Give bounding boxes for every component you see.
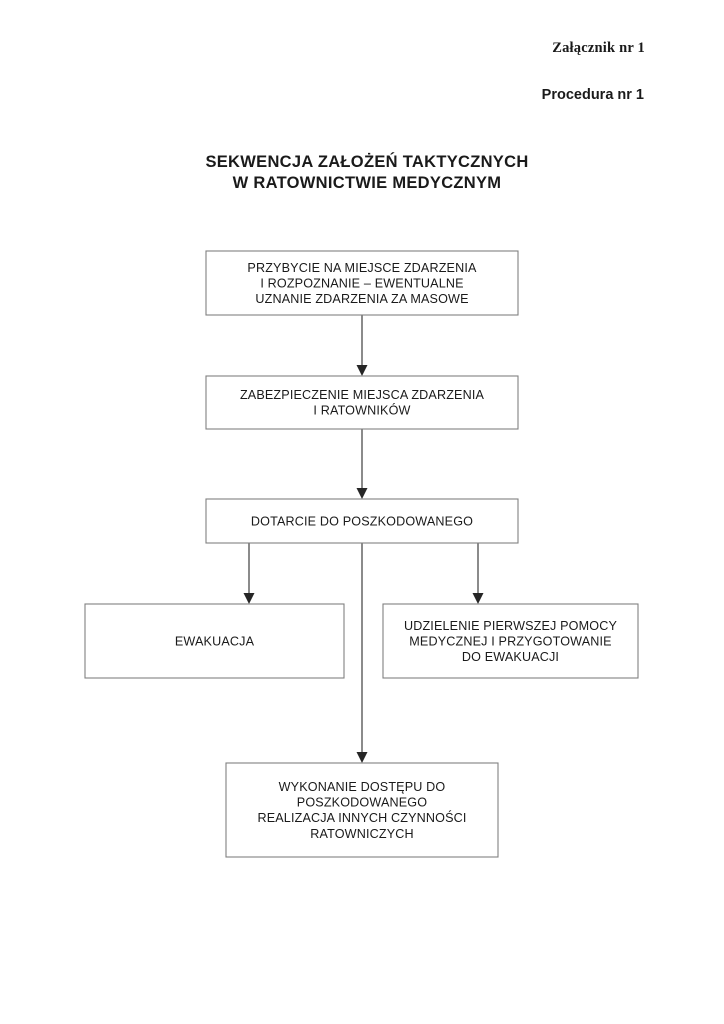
node-label-line: UDZIELENIE PIERWSZEJ POMOCY <box>404 619 617 633</box>
node-label-line: PRZYBYCIE NA MIEJSCE ZDARZENIA <box>247 261 477 275</box>
node-label-line: UZNANIE ZDARZENIA ZA MASOWE <box>255 292 468 306</box>
procedure-label: Procedura nr 1 <box>541 87 644 104</box>
flow-node-access[interactable]: WYKONANIE DOSTĘPU DO POSZKODOWANEGOREALIZ… <box>225 762 499 858</box>
node-label-line: WYKONANIE DOSTĘPU DO <box>279 780 446 794</box>
node-box <box>205 375 519 430</box>
node-label-line: I ROZPOZNANIE – EWENTUALNE <box>260 276 463 290</box>
attachment-label: Załącznik nr 1 <box>552 40 645 56</box>
connector-arrival-to-secure <box>356 315 368 376</box>
page-title: SEKWENCJA ZAŁOŻEŃ TAKTYCZNYCH W RATOWNIC… <box>0 152 724 195</box>
node-label-line: MEDYCZNEJ I PRZYGOTOWANIE <box>409 634 611 648</box>
flow-node-reach[interactable]: DOTARCIE DO POSZKODOWANEGO <box>205 498 519 544</box>
page-title-line-2: W RATOWNICTWIE MEDYCZNYM <box>232 174 502 193</box>
connector-reach-to-first-aid <box>472 543 484 604</box>
node-label-line: DO EWAKUACJI <box>462 650 559 664</box>
flow-node-evacuation[interactable]: EWAKUACJA <box>84 603 345 679</box>
connector-secure-to-reach <box>356 429 368 499</box>
arrowhead-icon <box>356 365 368 376</box>
node-box <box>205 250 519 316</box>
connector-reach-to-access <box>356 543 368 763</box>
node-box <box>84 603 345 679</box>
node-label-line: RATOWNICZYCH <box>310 827 413 841</box>
node-label-line: DOTARCIE DO POSZKODOWANEGO <box>251 514 473 528</box>
arrowhead-icon <box>472 593 484 604</box>
node-box <box>205 498 519 544</box>
flowchart-connectors <box>243 315 484 763</box>
arrowhead-icon <box>243 593 255 604</box>
node-box <box>382 603 639 679</box>
node-label-line: REALIZACJA INNYCH CZYNNOŚCI <box>257 810 466 825</box>
node-label-line: ZABEZPIECZENIE MIEJSCA ZDARZENIA <box>240 388 485 402</box>
node-box <box>225 762 499 858</box>
node-label-line: EWAKUACJA <box>175 634 255 648</box>
document-header: Załącznik nr 1 Procedura nr 1 <box>325 40 645 105</box>
connector-reach-to-evacuation <box>243 543 255 604</box>
arrowhead-icon <box>356 752 368 763</box>
node-label-line: I RATOWNIKÓW <box>313 403 410 418</box>
node-label-line: POSZKODOWANEGO <box>297 796 427 810</box>
page-title-line-1: SEKWENCJA ZAŁOŻEŃ TAKTYCZNYCH <box>205 153 529 171</box>
arrowhead-icon <box>356 488 368 499</box>
